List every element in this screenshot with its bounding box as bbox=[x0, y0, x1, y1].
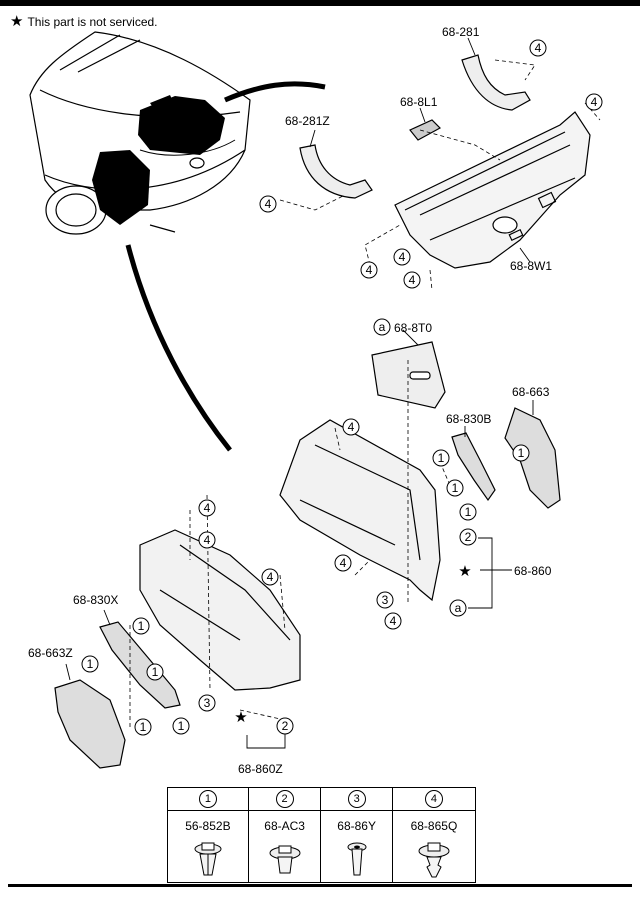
svg-text:1: 1 bbox=[465, 505, 472, 519]
svg-text:4: 4 bbox=[204, 501, 211, 515]
legend-part-number: 56-852B bbox=[185, 818, 231, 833]
hinge-cover-68-281Z bbox=[299, 144, 373, 199]
handle-68-8L1 bbox=[409, 119, 441, 141]
svg-text:1: 1 bbox=[178, 719, 185, 733]
not-serviced-note: ★ This part is not serviced. bbox=[10, 14, 158, 29]
ref-a-callout: a bbox=[449, 599, 467, 617]
svg-text:4: 4 bbox=[535, 41, 542, 55]
svg-text:1: 1 bbox=[452, 481, 459, 495]
svg-text:2: 2 bbox=[465, 530, 472, 544]
side-trim-left-piece-68-830X bbox=[99, 621, 181, 709]
legend-header-row: 1 2 3 4 bbox=[167, 787, 477, 811]
note-text: This part is not serviced. bbox=[27, 14, 158, 29]
trunk-side-trim-left-68-860Z bbox=[139, 529, 301, 691]
rivet-clip-icon bbox=[269, 845, 301, 873]
star-icon: ★ bbox=[234, 709, 247, 726]
side-trim-right-piece-68-830B bbox=[451, 432, 496, 502]
svg-text:4: 4 bbox=[267, 570, 274, 584]
svg-text:4: 4 bbox=[204, 533, 211, 547]
legend-part-number: 68-865Q bbox=[410, 818, 458, 833]
svg-text:1: 1 bbox=[140, 720, 147, 734]
label-68-281: 68-281 bbox=[442, 25, 480, 39]
svg-text:4: 4 bbox=[409, 273, 416, 287]
legend-key-4: 4 bbox=[424, 790, 443, 808]
dashed-leaders bbox=[129, 59, 601, 730]
car-rear-illustration bbox=[29, 31, 251, 235]
legend-key-1: 1 bbox=[198, 790, 217, 808]
legend-part-number: 68-86Y bbox=[337, 818, 376, 833]
svg-text:1: 1 bbox=[518, 446, 525, 460]
hinge-cover-68-281 bbox=[461, 54, 531, 111]
label-68-281Z: 68-281Z bbox=[285, 114, 330, 128]
svg-text:3: 3 bbox=[382, 593, 389, 607]
top-border bbox=[0, 0, 640, 6]
label-68-830B: 68-830B bbox=[446, 412, 491, 426]
bottom-border bbox=[8, 884, 632, 887]
svg-text:1: 1 bbox=[87, 657, 94, 671]
push-clip-icon bbox=[194, 842, 222, 875]
fastener-callouts bbox=[81, 39, 603, 736]
car-leader-arc-top bbox=[224, 81, 326, 103]
legend-body-row: 56-852B 68-AC3 68-86Y bbox=[167, 810, 477, 883]
label-68-8L1: 68-8L1 bbox=[400, 95, 438, 109]
fastener-legend-table: 1 2 3 4 56-852B 68-AC3 68-86Y bbox=[167, 787, 477, 883]
svg-text:4: 4 bbox=[348, 420, 355, 434]
fir-tree-clip-icon bbox=[418, 842, 450, 877]
side-trim-left-piece-68-663Z bbox=[54, 679, 126, 769]
pin-clip-icon bbox=[347, 842, 367, 875]
svg-text:4: 4 bbox=[340, 556, 347, 570]
ref-a-callout: a bbox=[373, 318, 391, 336]
svg-text:1: 1 bbox=[152, 665, 159, 679]
legend-part-number: 68-AC3 bbox=[264, 818, 305, 833]
label-68-8T0: 68-8T0 bbox=[394, 321, 432, 335]
legend-key-2: 2 bbox=[275, 790, 294, 808]
svg-text:4: 4 bbox=[399, 250, 406, 264]
car-trunk-trim-highlight bbox=[92, 95, 225, 225]
trunk-board-68-8T0 bbox=[371, 341, 446, 409]
solid-leaders bbox=[65, 37, 534, 749]
svg-text:4: 4 bbox=[366, 263, 373, 277]
svg-text:2: 2 bbox=[282, 719, 289, 733]
svg-text:4: 4 bbox=[390, 614, 397, 628]
label-68-8W1: 68-8W1 bbox=[510, 259, 552, 273]
svg-text:3: 3 bbox=[204, 696, 211, 710]
car-leader-arc-bottom bbox=[125, 244, 232, 452]
label-68-663: 68-663 bbox=[512, 385, 550, 399]
svg-text:a: a bbox=[455, 601, 462, 615]
svg-text:4: 4 bbox=[591, 95, 598, 109]
svg-text:4: 4 bbox=[265, 197, 272, 211]
svg-text:1: 1 bbox=[138, 619, 145, 633]
trunk-side-trim-right-68-860 bbox=[279, 419, 441, 602]
label-68-663Z: 68-663Z bbox=[28, 646, 73, 660]
svg-text:a: a bbox=[379, 320, 386, 334]
svg-text:1: 1 bbox=[438, 451, 445, 465]
side-trim-right-piece-68-663 bbox=[504, 407, 561, 509]
star-icon: ★ bbox=[458, 563, 471, 580]
legend-key-3: 3 bbox=[347, 790, 366, 808]
label-68-860Z: 68-860Z bbox=[238, 762, 283, 776]
fastener-callout-numbers: 4 4 4 4 4 4 4 1 1 1 1 2 4 3 4 4 4 4 3 2 … bbox=[87, 41, 598, 734]
trunk-lid-trim-68-8W1 bbox=[394, 111, 591, 269]
label-68-860: 68-860 bbox=[514, 564, 552, 578]
star-icon: ★ bbox=[10, 13, 24, 30]
label-68-830X: 68-830X bbox=[73, 593, 118, 607]
